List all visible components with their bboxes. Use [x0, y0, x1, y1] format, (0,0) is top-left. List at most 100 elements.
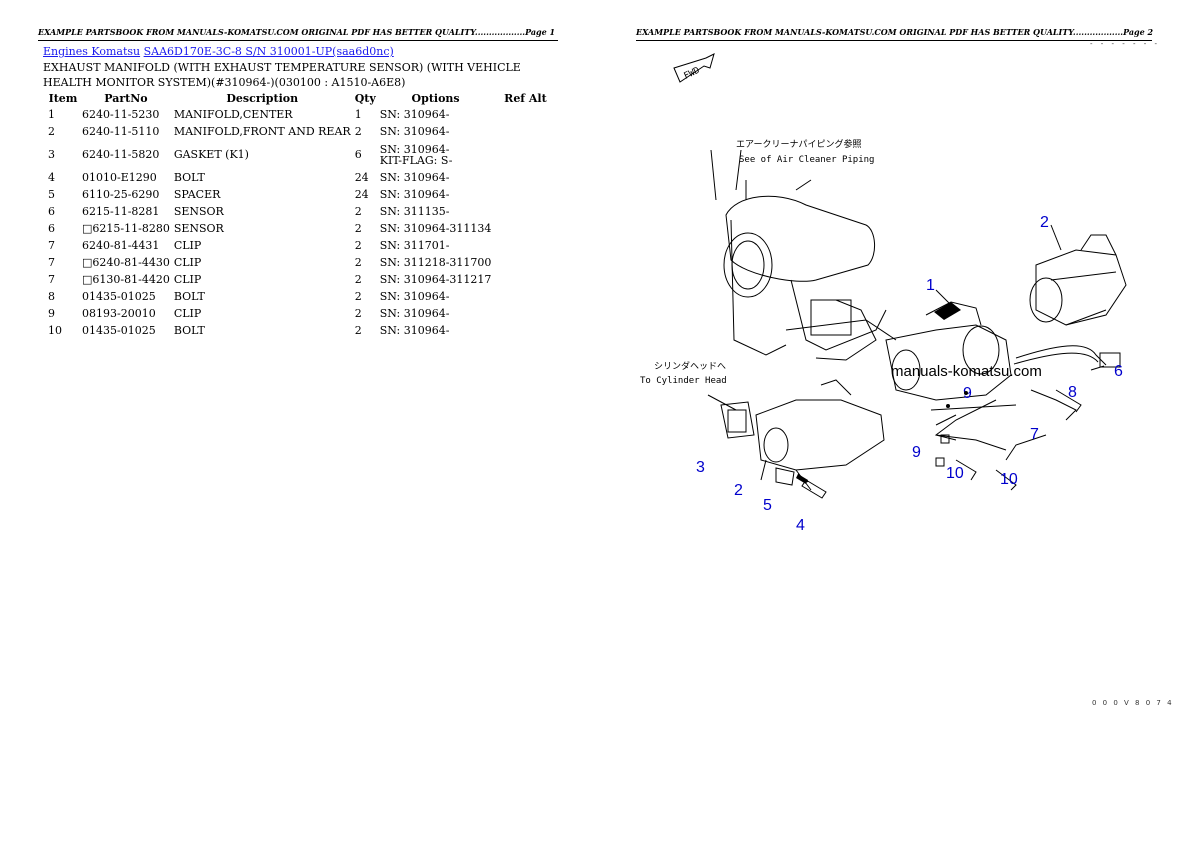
- cell-partno: □6130-81-4420: [82, 273, 170, 286]
- cell-qty: 2: [354, 125, 362, 138]
- cell-refalt: [493, 220, 557, 237]
- callout-number: 6: [1114, 363, 1123, 380]
- cell-partno: 08193-20010: [82, 307, 156, 320]
- cell-options-line: KIT-FLAG: S-: [379, 153, 453, 167]
- callout-number: 4: [796, 517, 805, 534]
- cell-options-line: SN: 310964-: [379, 142, 450, 156]
- cell-refalt: [493, 271, 557, 288]
- cell-refalt: [493, 305, 557, 322]
- callout-number: 1: [926, 277, 935, 294]
- note-air-en: See of Air Cleaner Piping: [739, 155, 874, 165]
- front-manifold-lower-drawing: [755, 379, 885, 491]
- cell-qty: 6: [354, 148, 362, 161]
- callout-number: 5: [763, 497, 772, 514]
- cell-partno: 6240-11-5110: [82, 125, 160, 138]
- cell-item: 8: [48, 290, 55, 303]
- cell-partno: 6110-25-6290: [82, 188, 160, 201]
- cell-refalt: [493, 169, 557, 186]
- cell-qty: 2: [354, 239, 362, 252]
- cell-options: SN: 310964-311217: [379, 273, 492, 286]
- cell-description: CLIP: [173, 273, 202, 286]
- cell-qty: 2: [354, 290, 362, 303]
- cell-description: MANIFOLD,FRONT AND REAR: [173, 125, 351, 138]
- callout-number: 10: [946, 465, 964, 482]
- air-cleaner-drawing: [710, 149, 897, 361]
- cell-partno: 01010-E1290: [82, 171, 157, 184]
- cell-description: CLIP: [173, 256, 202, 269]
- cell-qty: 2: [354, 324, 362, 337]
- cell-qty: 2: [354, 222, 362, 235]
- cell-refalt: [493, 106, 557, 123]
- note-cyl-en: To Cylinder Head: [640, 376, 727, 386]
- callout-number: 2: [1040, 214, 1049, 231]
- cell-item: 10: [48, 324, 62, 337]
- cell-refalt: [493, 288, 557, 305]
- cell-item: 9: [48, 307, 55, 320]
- page-marks: - - - - - - -: [1090, 40, 1161, 48]
- page-title: EXHAUST MANIFOLD (WITH EXHAUST TEMPERATU…: [43, 61, 521, 89]
- cell-qty: 2: [354, 273, 362, 286]
- cell-item: 7: [48, 256, 55, 269]
- cell-partno: 6240-81-4431: [82, 239, 160, 252]
- col-description: Description: [226, 92, 299, 105]
- cell-description: SENSOR: [173, 205, 224, 218]
- breadcrumb-link-engines[interactable]: Engines Komatsu: [43, 45, 141, 58]
- cell-partno: 01435-01025: [82, 290, 156, 303]
- cell-refalt: [493, 186, 557, 203]
- callout-number: 2: [734, 482, 743, 499]
- cell-description: BOLT: [173, 171, 205, 184]
- sensor-cable-drawing: [934, 345, 1121, 491]
- cell-qty: 2: [354, 256, 362, 269]
- callout-number: 9: [912, 444, 921, 461]
- exploded-diagram: エアークリーナパイピング参照 See of Air Cleaner Piping…: [640, 53, 1127, 534]
- cell-refalt: [493, 203, 557, 220]
- leader-lines: [707, 149, 1105, 411]
- page2-header: EXAMPLE PARTSBOOK FROM MANUALS-KOMATSU.C…: [636, 26, 1153, 41]
- cell-options: SN: 311701-: [379, 239, 450, 252]
- cell-refalt: [493, 237, 557, 254]
- cell-description: SENSOR: [173, 222, 224, 235]
- cell-item: 6: [48, 222, 55, 235]
- col-partno: PartNo: [104, 92, 148, 105]
- cell-description: SPACER: [173, 188, 221, 201]
- cell-qty: 24: [354, 171, 369, 184]
- table-row: 6 6215-11-8281 SENSOR 2 SN: 311135-: [44, 203, 557, 220]
- cell-refalt: [493, 254, 557, 271]
- callout-number: 10: [1000, 471, 1018, 488]
- cell-refalt: [493, 140, 557, 169]
- cell-qty: 2: [354, 307, 362, 320]
- cell-partno: 6215-11-8281: [82, 205, 160, 218]
- cell-item: 4: [48, 171, 55, 184]
- page1-header: EXAMPLE PARTSBOOK FROM MANUALS-KOMATSU.C…: [38, 26, 558, 41]
- center-manifold-drawing: [885, 301, 1017, 426]
- cell-partno: □6215-11-8280: [82, 222, 170, 235]
- cell-options: SN: 311135-: [379, 205, 450, 218]
- fwd-arrow-icon: [673, 53, 715, 83]
- cell-item: 6: [48, 205, 55, 218]
- cell-options: SN: 310964-: [379, 324, 450, 337]
- table-row: 8 01435-01025 BOLT 2 SN: 310964-: [44, 288, 557, 305]
- drawing-code: 0 0 0 V 8 0 7 4: [1092, 699, 1174, 707]
- cell-partno: 01435-01025: [82, 324, 156, 337]
- cell-description: BOLT: [173, 290, 205, 303]
- spacer-bolt-drawing: [775, 467, 827, 499]
- col-refalt: Ref Alt: [504, 92, 547, 105]
- table-header-row: Item PartNo Description Qty Options Ref …: [44, 91, 557, 106]
- cell-options: SN: 311218-311700: [379, 256, 492, 269]
- cell-qty: 2: [354, 205, 362, 218]
- cell-item: 2: [48, 125, 55, 138]
- cell-options: SN: 310964-: [379, 108, 450, 121]
- col-item: Item: [48, 92, 78, 105]
- parts-table: Item PartNo Description Qty Options Ref …: [44, 91, 557, 339]
- cell-options: SN: 310964-: [379, 290, 450, 303]
- breadcrumb-link-model[interactable]: SAA6D170E-3C-8 S/N 310001-UP(saa6d0nc): [143, 45, 394, 58]
- fwd-label: FWD: [682, 66, 701, 82]
- col-qty: Qty: [354, 92, 376, 105]
